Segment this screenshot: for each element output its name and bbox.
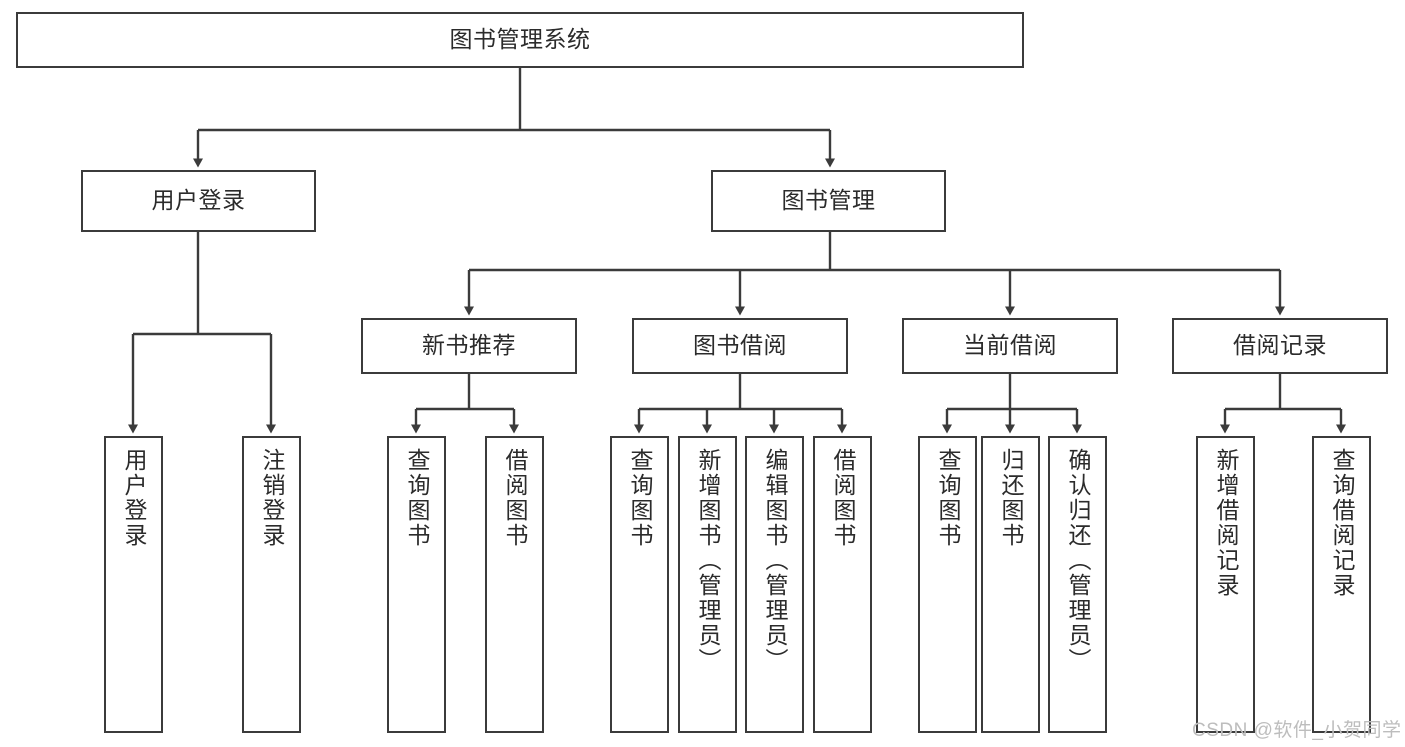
leaf-nb-borrow-book[interactable]: 借阅图书	[485, 436, 544, 733]
leaf-bb-edit-book[interactable]: 编辑图书（管理员）	[745, 436, 804, 733]
leaf-user-login[interactable]: 用户登录	[104, 436, 163, 733]
leaf-br-add-record-label: 新增借阅记录	[1213, 448, 1239, 598]
leaf-bb-add-book-label: 新增图书（管理员）	[695, 448, 721, 673]
node-current-borrow-label: 当前借阅	[963, 332, 1057, 359]
node-book-borrow[interactable]: 图书借阅	[632, 318, 848, 374]
leaf-nb-borrow-book-label: 借阅图书	[502, 448, 528, 548]
node-user-login[interactable]: 用户登录	[81, 170, 316, 232]
leaf-cb-query-book[interactable]: 查询图书	[918, 436, 977, 733]
node-book-borrow-label: 图书借阅	[693, 332, 787, 359]
leaf-cb-return-book[interactable]: 归还图书	[981, 436, 1040, 733]
leaf-bb-query-book-label: 查询图书	[627, 448, 653, 548]
node-new-book-recommend[interactable]: 新书推荐	[361, 318, 577, 374]
node-book-management-label: 图书管理	[781, 187, 876, 214]
node-current-borrow[interactable]: 当前借阅	[902, 318, 1118, 374]
node-root-system-label: 图书管理系统	[449, 26, 591, 53]
leaf-br-query-record-label: 查询借阅记录	[1329, 448, 1355, 598]
node-new-book-recommend-label: 新书推荐	[422, 332, 516, 359]
leaf-cb-query-book-label: 查询图书	[935, 448, 961, 548]
node-user-login-label: 用户登录	[151, 187, 246, 214]
node-borrow-record-label: 借阅记录	[1233, 332, 1327, 359]
leaf-nb-query-book-label: 查询图书	[404, 448, 430, 548]
leaf-bb-borrow-book[interactable]: 借阅图书	[813, 436, 872, 733]
leaf-cb-confirm-return-label: 确认归还（管理员）	[1065, 448, 1091, 673]
leaf-br-add-record[interactable]: 新增借阅记录	[1196, 436, 1255, 733]
leaf-br-query-record[interactable]: 查询借阅记录	[1312, 436, 1371, 733]
leaf-user-login-label: 用户登录	[121, 448, 147, 548]
leaf-nb-query-book[interactable]: 查询图书	[387, 436, 446, 733]
node-root-system[interactable]: 图书管理系统	[16, 12, 1024, 68]
leaf-bb-edit-book-label: 编辑图书（管理员）	[762, 448, 788, 673]
node-book-management[interactable]: 图书管理	[711, 170, 946, 232]
leaf-logout-label: 注销登录	[259, 448, 285, 548]
leaf-bb-borrow-book-label: 借阅图书	[830, 448, 856, 548]
leaf-logout[interactable]: 注销登录	[242, 436, 301, 733]
leaf-bb-add-book[interactable]: 新增图书（管理员）	[678, 436, 737, 733]
node-borrow-record[interactable]: 借阅记录	[1172, 318, 1388, 374]
leaf-cb-confirm-return[interactable]: 确认归还（管理员）	[1048, 436, 1107, 733]
leaf-cb-return-book-label: 归还图书	[998, 448, 1024, 548]
csdn-watermark: CSDN @软件_小贺同学	[1192, 720, 1402, 741]
leaf-bb-query-book[interactable]: 查询图书	[610, 436, 669, 733]
